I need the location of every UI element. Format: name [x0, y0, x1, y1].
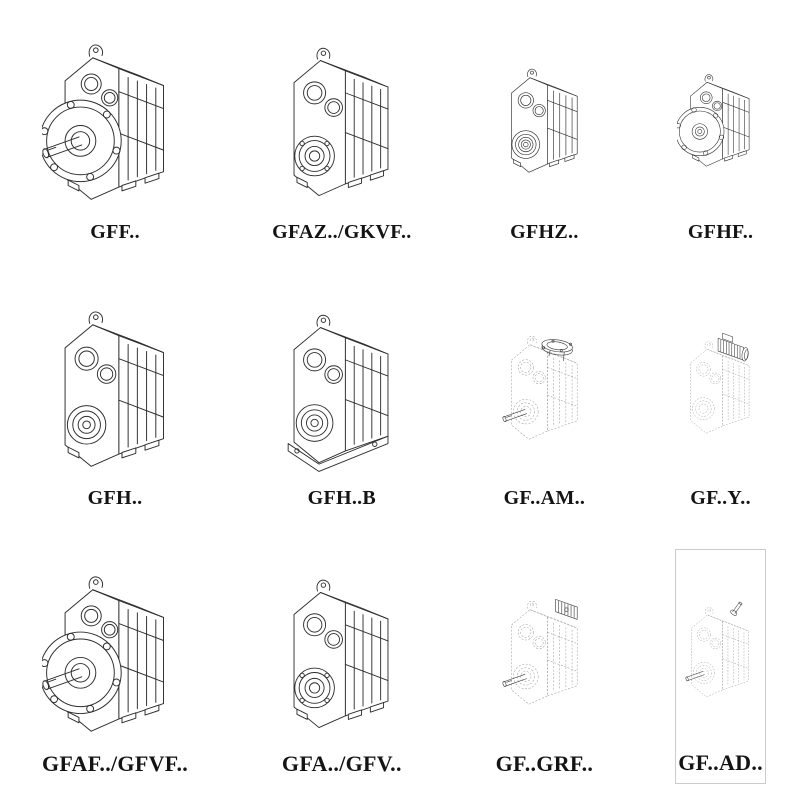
- catalog-cell: GF..GRF..: [494, 549, 596, 784]
- model-label: GF..AM..: [503, 487, 586, 510]
- catalog-cell: GFAF../GFVF..: [40, 549, 190, 784]
- model-label: GFAZ../GKVF..: [272, 220, 412, 243]
- model-label: GFH..: [87, 487, 143, 510]
- gearbox-drawing: [496, 551, 594, 748]
- gearbox-drawing: [496, 285, 594, 485]
- catalog-cell: GF..AD..: [675, 549, 766, 784]
- model-label: GFA../GFV..: [281, 750, 402, 776]
- model-label: GF..AD..: [678, 749, 763, 775]
- catalog-cell: GFHF..: [675, 16, 766, 251]
- catalog-cell: GFF..: [40, 16, 190, 251]
- gearbox-drawing: [496, 18, 594, 218]
- gearbox-drawing: [42, 18, 188, 218]
- catalog-cell: GF..Y..: [675, 283, 766, 518]
- gearbox-drawing: [677, 285, 764, 485]
- catalog-cell: GFA../GFV..: [270, 549, 413, 784]
- gearbox-drawing: [272, 551, 411, 748]
- model-label: GFAF../GFVF..: [42, 750, 189, 776]
- model-label: GF..GRF..: [495, 750, 594, 776]
- gearbox-drawing: [272, 285, 411, 485]
- catalog-cell: GFH..B: [270, 283, 413, 518]
- gearbox-drawing: [272, 18, 411, 218]
- gearbox-drawing: [677, 18, 764, 218]
- catalog-cell: GFAZ../GKVF..: [270, 16, 413, 251]
- gearbox-drawing: [42, 551, 188, 748]
- model-label: GFHZ..: [510, 220, 579, 243]
- model-label: GFH..B: [307, 487, 377, 510]
- catalog-cell: GFH..: [40, 283, 190, 518]
- gearbox-drawing: [42, 285, 188, 485]
- catalog-cell: GF..AM..: [494, 283, 596, 518]
- model-label: GFHF..: [687, 220, 754, 243]
- gearbox-drawing: [678, 552, 763, 747]
- catalog-cell: GFHZ..: [494, 16, 596, 251]
- model-label: GFF..: [90, 220, 140, 243]
- model-label: GF..Y..: [690, 487, 751, 510]
